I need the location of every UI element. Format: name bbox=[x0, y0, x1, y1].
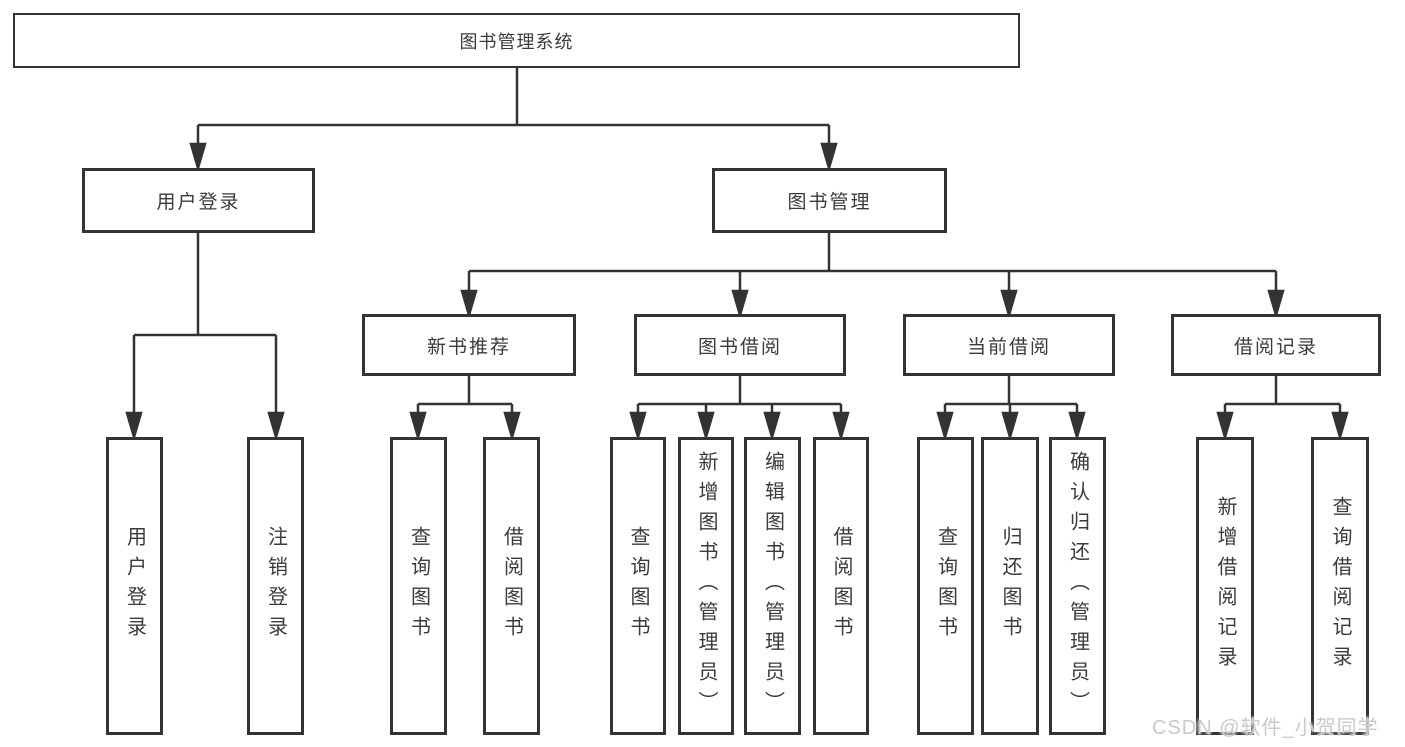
edge-new-book-to-leaves bbox=[409, 376, 521, 442]
leaf-bb-add-books-admin: 新增图书（管理员） bbox=[678, 437, 734, 735]
arrowhead-icon bbox=[936, 411, 954, 442]
arrowhead-icon bbox=[1000, 289, 1018, 320]
arrowhead-icon bbox=[763, 411, 781, 442]
leaf-nbr-query-books: 查询图书 bbox=[390, 437, 447, 735]
arrowhead-icon bbox=[731, 289, 749, 320]
leaf-bb-borrow-books: 借阅图书 bbox=[813, 437, 869, 735]
leaf-cb-query-books-label: 查询图书 bbox=[934, 526, 957, 646]
leaf-cb-return-books: 归还图书 bbox=[981, 437, 1039, 735]
edge-book-mgmt-to-level3 bbox=[460, 233, 1285, 320]
node-book-mgmt-label: 图书管理 bbox=[787, 192, 872, 213]
leaf-cb-confirm-return-admin-label: 确认归还（管理员） bbox=[1066, 451, 1089, 721]
edge-book-borrow-to-leaves bbox=[629, 376, 850, 442]
arrowhead-icon bbox=[1216, 411, 1234, 442]
node-current-borrow-label: 当前借阅 bbox=[966, 336, 1051, 358]
node-new-book-rec-label: 新书推荐 bbox=[426, 336, 511, 358]
edge-borrow-records-to-leaves bbox=[1216, 376, 1349, 442]
arrowhead-icon bbox=[1267, 289, 1285, 320]
node-book-borrow: 图书借阅 bbox=[634, 314, 846, 376]
node-book-borrow-label: 图书借阅 bbox=[697, 336, 782, 358]
leaf-logout-label: 注销登录 bbox=[264, 526, 287, 646]
leaf-user-login: 用户登录 bbox=[106, 437, 163, 735]
node-book-mgmt: 图书管理 bbox=[712, 168, 947, 233]
arrowhead-icon bbox=[189, 142, 207, 173]
arrowhead-icon bbox=[820, 142, 838, 173]
leaf-cb-query-books: 查询图书 bbox=[917, 437, 974, 735]
arrowhead-icon bbox=[125, 411, 143, 442]
edge-user-login-to-leaves bbox=[125, 233, 285, 442]
leaf-nbr-query-books-label: 查询图书 bbox=[407, 526, 430, 646]
node-current-borrow: 当前借阅 bbox=[903, 314, 1115, 376]
leaf-bb-add-books-admin-label: 新增图书（管理员） bbox=[695, 451, 717, 721]
arrowhead-icon bbox=[503, 411, 521, 442]
leaf-user-login-label: 用户登录 bbox=[123, 526, 146, 646]
arrowhead-icon bbox=[832, 411, 850, 442]
leaf-br-add-record-label: 新增借阅记录 bbox=[1214, 496, 1236, 676]
node-user-login: 用户登录 bbox=[82, 168, 315, 233]
leaf-nbr-borrow-books: 借阅图书 bbox=[483, 437, 540, 735]
arrowhead-icon bbox=[460, 289, 478, 320]
leaf-bb-edit-books-admin-label: 编辑图书（管理员） bbox=[761, 451, 784, 721]
node-borrow-records: 借阅记录 bbox=[1171, 314, 1381, 376]
arrowhead-icon bbox=[697, 411, 715, 442]
leaf-br-add-record: 新增借阅记录 bbox=[1196, 437, 1254, 735]
leaf-logout: 注销登录 bbox=[247, 437, 304, 735]
edge-current-borrow-to-leaves bbox=[936, 376, 1086, 442]
arrowhead-icon bbox=[629, 411, 647, 442]
leaf-nbr-borrow-books-label: 借阅图书 bbox=[500, 526, 523, 646]
node-root-system: 图书管理系统 bbox=[13, 13, 1020, 68]
watermark: CSDN @软件_小贺同学 bbox=[1152, 717, 1379, 739]
node-new-book-rec: 新书推荐 bbox=[362, 314, 576, 376]
leaf-br-query-record: 查询借阅记录 bbox=[1311, 437, 1369, 735]
arrowhead-icon bbox=[1068, 411, 1086, 442]
arrowhead-icon bbox=[1001, 411, 1019, 442]
arrowhead-icon bbox=[409, 411, 427, 442]
leaf-cb-confirm-return-admin: 确认归还（管理员） bbox=[1049, 437, 1106, 735]
leaf-cb-return-books-label: 归还图书 bbox=[999, 526, 1021, 646]
node-user-login-label: 用户登录 bbox=[156, 192, 241, 213]
node-borrow-records-label: 借阅记录 bbox=[1233, 336, 1318, 358]
arrowhead-icon bbox=[1331, 411, 1349, 442]
leaf-br-query-record-label: 查询借阅记录 bbox=[1329, 496, 1351, 676]
leaf-bb-borrow-books-label: 借阅图书 bbox=[830, 526, 852, 646]
leaf-bb-query-books: 查询图书 bbox=[610, 437, 666, 735]
leaf-bb-query-books-label: 查询图书 bbox=[627, 526, 649, 646]
leaf-bb-edit-books-admin: 编辑图书（管理员） bbox=[744, 437, 801, 735]
arrowhead-icon bbox=[267, 411, 285, 442]
edge-root-to-level2 bbox=[189, 68, 838, 173]
node-root-label: 图书管理系统 bbox=[459, 31, 574, 52]
